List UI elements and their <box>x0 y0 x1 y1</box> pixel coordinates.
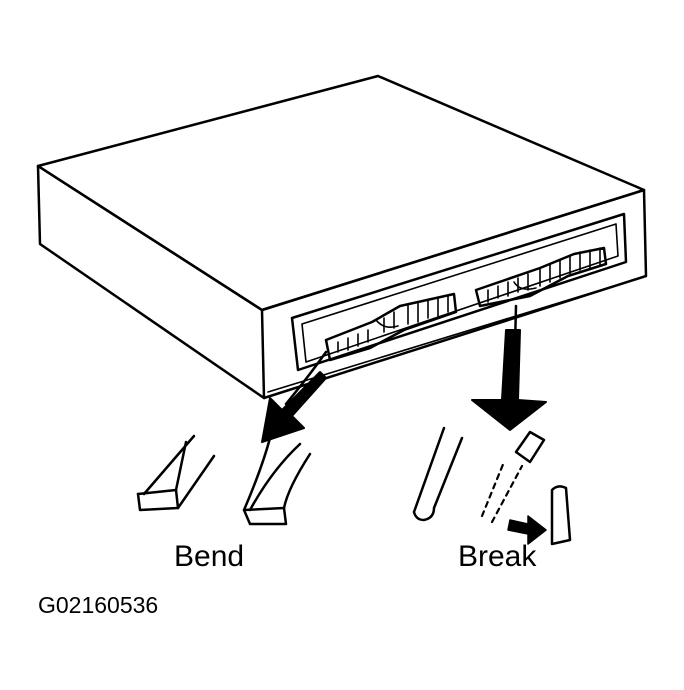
control-module-box <box>36 74 648 400</box>
break-arrow <box>471 304 547 431</box>
left-connector-plug <box>324 292 458 362</box>
break-label: Break <box>458 540 537 573</box>
bent-pin <box>242 436 312 526</box>
broken-pin-outline <box>480 430 546 524</box>
right-connector-plug <box>474 246 608 308</box>
bend-arrow <box>261 350 328 443</box>
intact-pin <box>412 426 464 522</box>
break-small-arrow <box>507 515 547 545</box>
figure-id-label: G02160536 <box>38 592 159 618</box>
bend-label: Bend <box>174 540 245 573</box>
connector-housing <box>290 212 628 372</box>
straight-pin <box>136 434 216 512</box>
broken-pin-tip <box>550 485 572 546</box>
